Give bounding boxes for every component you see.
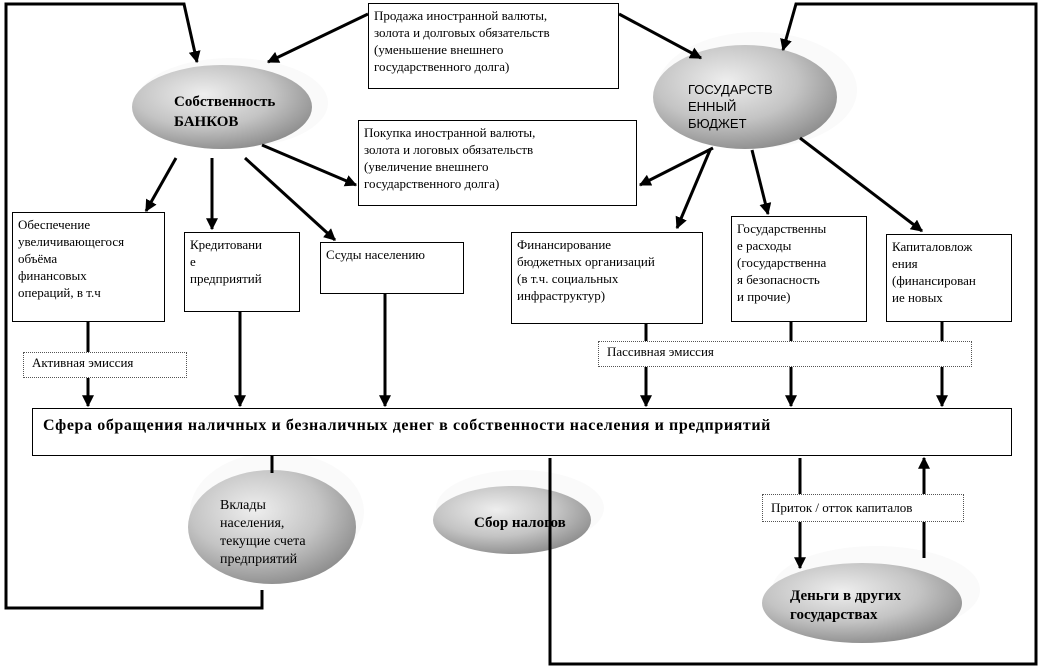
ellipse-budget-shape bbox=[653, 32, 857, 149]
box-sale-currency: Продажа иностранной валюты, золота и дол… bbox=[368, 3, 619, 89]
ellipse-taxes-shape bbox=[433, 470, 604, 554]
box-gov-expenses: Государственны е расходы (государственна… bbox=[731, 216, 867, 322]
sphere-circulation-box: Сфера обращения наличных и безналичных д… bbox=[32, 408, 1012, 456]
arrows bbox=[82, 12, 948, 570]
label-banks: Собственность БАНКОВ bbox=[174, 94, 276, 130]
ellipse-other-states-shape bbox=[762, 546, 980, 643]
box-buy-currency: Покупка иностранной валюты, золота и лог… bbox=[358, 120, 637, 206]
box-financing-budget-orgs: Финансирование бюджетных организаций (в … bbox=[511, 232, 703, 324]
label-active-emission: Активная эмиссия bbox=[23, 352, 187, 378]
outer-loops bbox=[4, 2, 1038, 666]
ellipse-banks-shape bbox=[132, 58, 328, 149]
label-passive-emission: Пассивная эмиссия bbox=[598, 341, 972, 367]
box-ensuring-operations: Обеспечение увеличивающегося объёма фина… bbox=[12, 212, 165, 322]
label-other-states: Деньги в других государствах bbox=[790, 588, 901, 623]
label-deposits: Вклады населения, текущие счета предприя… bbox=[220, 498, 306, 567]
box-loans-population: Ссуды населению bbox=[320, 242, 464, 294]
box-crediting-enterprises: Кредитовани е предприятий bbox=[184, 232, 300, 312]
ellipse-deposits-shape bbox=[188, 452, 364, 584]
box-capital-investments: Капиталовлож ения (финансирован ие новых bbox=[886, 234, 1012, 322]
label-budget: ГОСУДАРСТВ ЕННЫЙ БЮДЖЕТ bbox=[688, 82, 773, 131]
label-capital-flow: Приток / отток капиталов bbox=[762, 494, 964, 522]
label-taxes: Сбор налогов bbox=[474, 515, 566, 531]
